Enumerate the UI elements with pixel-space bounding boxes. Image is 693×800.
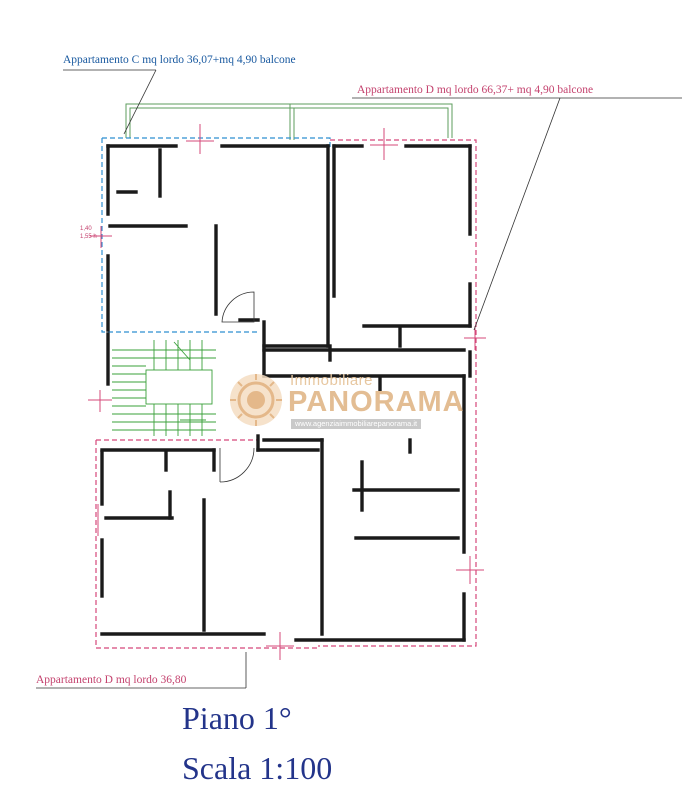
door-swings xyxy=(219,291,255,483)
stairwell xyxy=(112,340,216,436)
apartment-c-label: Appartamento C mq lordo 36,07+mq 4,90 ba… xyxy=(63,54,296,66)
window-markers xyxy=(88,124,486,660)
scale-title: Scala 1:100 xyxy=(182,750,333,786)
watermark-brand: PANORAMA xyxy=(288,386,465,418)
watermark-line1: Immobiliare xyxy=(290,372,374,389)
apartment-d-outline xyxy=(95,139,477,649)
floor-title: Piano 1° xyxy=(182,700,292,736)
watermark-url: www.agenziaimmobiliarepanorama.it xyxy=(291,419,422,429)
watermark-logo xyxy=(230,374,282,426)
apartment-d-bottom-label: Appartamento D mq lordo 36,80 xyxy=(36,674,187,686)
leader-lines xyxy=(36,69,682,689)
window-dimension-width: 1,40 xyxy=(80,226,92,232)
balcony xyxy=(125,103,453,140)
apartment-d-top-label: Appartamento D mq lordo 66,37+ mq 4,90 b… xyxy=(357,84,594,96)
apartment-c-outline xyxy=(101,137,331,333)
window-dimension-height: 1,55 h xyxy=(80,234,97,240)
walls xyxy=(100,144,472,642)
